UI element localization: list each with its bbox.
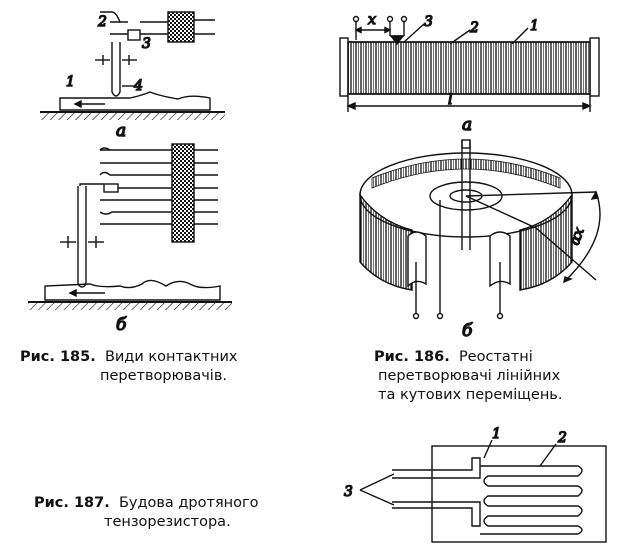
fig187-caption: Рис. 187. Будова дротяного тензорезистор… (34, 494, 259, 532)
fig187-label-1: 1 (492, 426, 501, 442)
fig186a-label-l: l (448, 92, 452, 108)
fig186-caption-num: Рис. 186. (374, 349, 450, 365)
fig185a-label-2: 2 (97, 14, 107, 30)
fig185-caption-num: Рис. 185. (20, 349, 96, 365)
fig186a-sublabel: а (462, 115, 472, 135)
fig186-caption-line3: та кутових переміщень. (378, 387, 563, 403)
fig186a-diagram (339, 15, 600, 112)
fig185-caption-title: Види контактних (104, 349, 238, 365)
fig186a-label-x: x (368, 12, 376, 28)
fig186a-label-3: 3 (424, 14, 433, 30)
fig187-label-3: 3 (344, 484, 353, 500)
fig185a-label-3: 3 (142, 36, 151, 52)
fig186-caption-line2: перетворювачі лінійних (378, 368, 561, 384)
fig187-caption-line2: тензорезистора. (104, 514, 231, 530)
fig187-caption-num: Рис. 187. (34, 495, 110, 511)
fig185a-diagram (40, 11, 225, 120)
fig186b-label-alpha: αx (567, 225, 588, 247)
fig185b-diagram (28, 143, 232, 310)
fig186b-diagram (359, 139, 601, 320)
fig185a-label-1: 1 (66, 74, 75, 90)
fig185-caption: Рис. 185. Види контактних перетворювачів… (20, 348, 238, 386)
fig185a-sublabel: а (116, 121, 126, 141)
fig185-caption-line2: перетворювачів. (100, 368, 227, 384)
fig186a-label-2: 2 (469, 20, 479, 36)
fig187-caption-title: Будова дротяного (118, 495, 259, 511)
fig186a-label-1: 1 (530, 18, 539, 34)
fig186-caption: Рис. 186. Реостатні перетворювачі лінійн… (374, 348, 562, 405)
fig186b-sublabel: б (462, 321, 473, 341)
fig186-caption-title: Реостатні (458, 349, 533, 365)
fig187-label-2: 2 (557, 430, 567, 446)
fig187-diagram (359, 439, 607, 543)
fig185b-sublabel: б (116, 315, 127, 335)
fig185a-label-4: 4 (133, 78, 143, 94)
